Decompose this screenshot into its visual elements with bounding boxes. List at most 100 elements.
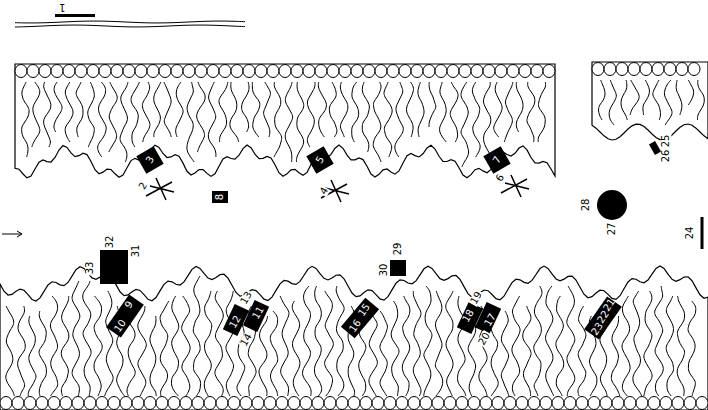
epithelial-cell <box>480 397 492 410</box>
gland-tubule <box>160 301 169 396</box>
gland-tubule <box>197 82 206 152</box>
gland-tubule <box>395 82 404 157</box>
epithelial-cell <box>444 397 456 410</box>
gland-tubule <box>523 306 531 396</box>
epithelial-cell <box>312 397 324 410</box>
epithelial-cell <box>640 63 652 76</box>
marker-block <box>390 260 406 276</box>
gland-tubule <box>318 82 326 137</box>
epithelial-cell <box>243 65 255 78</box>
epithelial-cell <box>87 65 99 78</box>
cross-symbol <box>146 178 174 200</box>
epithelial-cell <box>336 397 348 410</box>
gland-tubule <box>655 286 664 396</box>
gland-tubule <box>435 291 442 396</box>
gland-tubule <box>50 296 57 396</box>
epithelial-cell <box>360 397 372 410</box>
gland-tubule <box>369 311 377 396</box>
gland-tubule <box>65 82 73 142</box>
epithelial-cell <box>471 65 483 78</box>
gland-tubule <box>373 82 381 162</box>
epithelial-cell <box>396 397 408 410</box>
epithelial-cell <box>540 397 552 410</box>
gland-tubule <box>450 82 458 142</box>
gland-tubule <box>362 82 369 152</box>
epithelial-cell <box>528 397 540 410</box>
gland-tubule <box>630 80 639 115</box>
epithelial-cell <box>171 65 183 78</box>
epithelial-cell <box>315 65 327 78</box>
callout-number: 30 <box>379 263 389 278</box>
epithelial-cell <box>423 65 435 78</box>
callout-number: 33 <box>85 261 95 276</box>
gland-tubule <box>688 301 696 396</box>
epithelial-cell <box>411 65 423 78</box>
gland-tubule <box>171 296 178 396</box>
epithelial-cell <box>195 65 207 78</box>
gland-tubule <box>176 82 183 137</box>
gland-tubule <box>259 316 268 396</box>
epithelial-cell <box>12 397 24 410</box>
gland-tubule <box>340 82 348 137</box>
epithelial-cell <box>183 65 195 78</box>
gland-tubule <box>285 82 292 162</box>
epithelial-cell <box>676 63 688 76</box>
gland-tubule <box>472 82 480 157</box>
gland-tubule <box>483 82 491 162</box>
epithelial-cell <box>516 397 528 410</box>
epithelial-cell <box>664 63 676 76</box>
epithelial-cell <box>660 397 672 410</box>
gland-tubule <box>292 301 300 396</box>
epithelial-cell <box>207 65 219 78</box>
callout-number: 27 <box>607 222 617 237</box>
epithelial-cell <box>384 397 396 410</box>
epithelial-cell <box>108 397 120 410</box>
epithelial-cell <box>372 397 384 410</box>
epithelial-cell <box>132 397 144 410</box>
marker-block <box>306 146 333 173</box>
tissue-outline <box>15 64 555 178</box>
epithelial-cell <box>111 65 123 78</box>
gland-tubule <box>567 286 575 396</box>
epithelial-cell <box>408 397 420 410</box>
gland-tubule <box>6 306 15 396</box>
epithelial-cell <box>24 397 36 410</box>
epithelial-cell <box>483 65 495 78</box>
gland-tubule <box>105 291 114 396</box>
lower-mucosa <box>0 266 708 410</box>
gland-tubule <box>429 82 436 127</box>
gland-tubule <box>402 296 410 396</box>
gland-tubule <box>666 296 673 396</box>
gland-tubule <box>182 296 190 396</box>
gland-tubule <box>280 296 289 396</box>
marker-block <box>649 141 661 155</box>
epithelial-cell <box>192 397 204 410</box>
epithelial-cell <box>0 397 12 410</box>
epithelial-cell <box>255 65 267 78</box>
gland-tubule <box>18 306 26 396</box>
epithelial-cell <box>420 397 432 410</box>
gland-tubule <box>264 82 271 137</box>
gland-tubule <box>578 306 586 396</box>
epithelial-cell <box>216 397 228 410</box>
gland-tubule <box>504 82 513 142</box>
gland-tubule <box>527 82 535 142</box>
direction-arrow <box>2 231 22 237</box>
epithelial-cell <box>459 65 471 78</box>
epithelial-cell <box>351 65 363 78</box>
epithelial-cell <box>495 65 507 78</box>
gland-tubule <box>150 316 156 396</box>
epithelial-cell <box>276 397 288 410</box>
epithelial-cell <box>432 397 444 410</box>
epithelial-cell <box>387 65 399 78</box>
gland-tubule <box>440 82 447 142</box>
epithelial-cell <box>231 65 243 78</box>
epithelial-cell <box>348 397 360 410</box>
epithelial-cell <box>288 397 300 410</box>
gland-tubule <box>22 82 29 157</box>
marker-disc <box>597 190 627 220</box>
gland-tubule <box>252 82 259 137</box>
gland-tubule <box>653 80 661 120</box>
epithelial-cell <box>504 397 516 410</box>
